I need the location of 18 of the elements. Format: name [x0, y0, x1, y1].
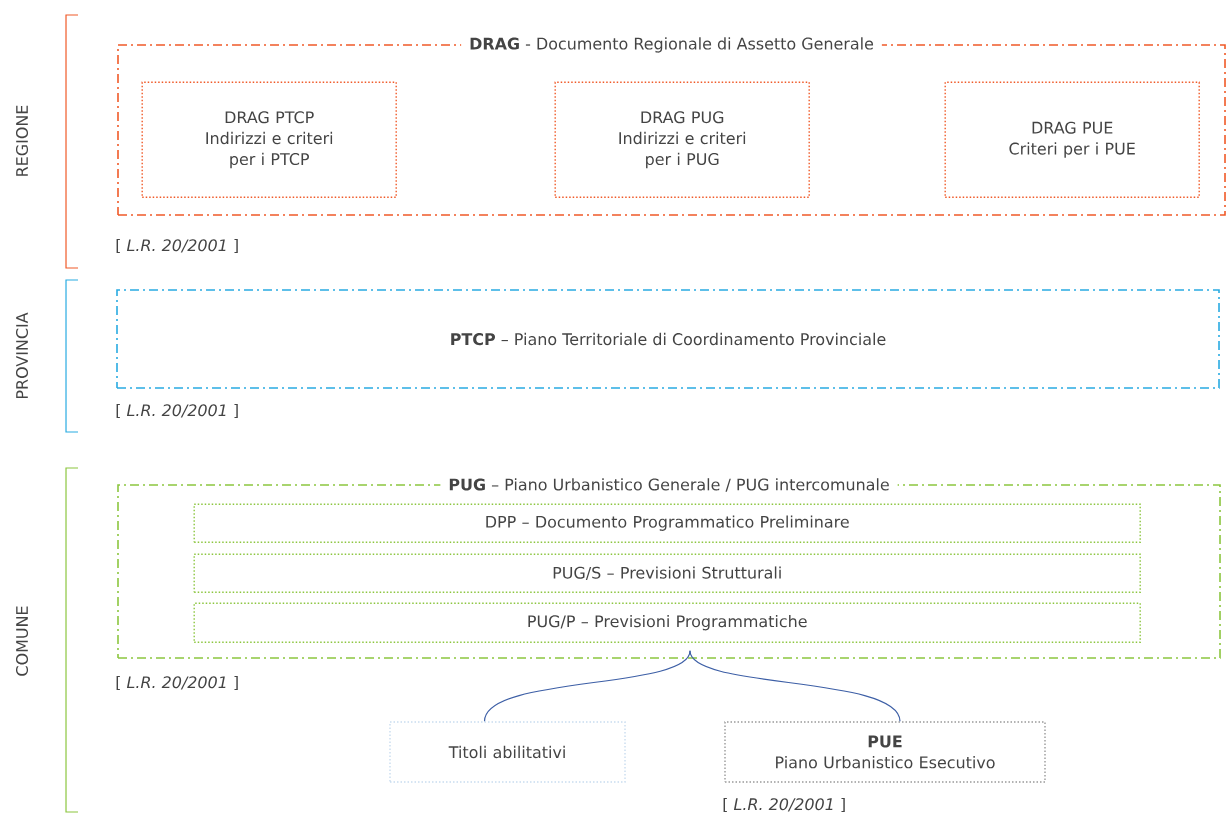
law-reference: [ L.R. 20/2001 ] — [116, 238, 238, 254]
plan-box: DPP – Documento Programmatico Preliminare — [193, 503, 1141, 543]
plan-box: DRAG PUG Indirizzi e criteri per i PUG — [554, 81, 810, 198]
plan-box: PTCP – Piano Territoriale di Coordinamento Provinciale — [116, 289, 1220, 389]
law-reference: [ L.R. 20/2001 ] — [723, 797, 845, 813]
plan-box: PUE Piano Urbanistico Esecutivo — [724, 721, 1046, 783]
brace-line — [483, 650, 691, 722]
brace-line — [689, 650, 901, 722]
plan-box: DRAG PUE Criteri per i PUE — [944, 81, 1200, 198]
plan-box: DRAG PTCP Indirizzi e criteri per i PTCP — [141, 81, 397, 198]
law-reference: [ L.R. 20/2001 ] — [116, 403, 238, 419]
plan-box: PUG/P – Previsioni Programmatiche — [193, 602, 1141, 643]
level-label: PROVINCIA — [16, 312, 29, 399]
plan-box: Titoli abilitativi — [389, 721, 626, 783]
level-label: REGIONE — [16, 105, 29, 176]
plan-box: PUG/S – Previsioni Strutturali — [193, 553, 1141, 593]
law-reference: [ L.R. 20/2001 ] — [116, 675, 238, 691]
level-label: COMUNE — [16, 606, 29, 676]
